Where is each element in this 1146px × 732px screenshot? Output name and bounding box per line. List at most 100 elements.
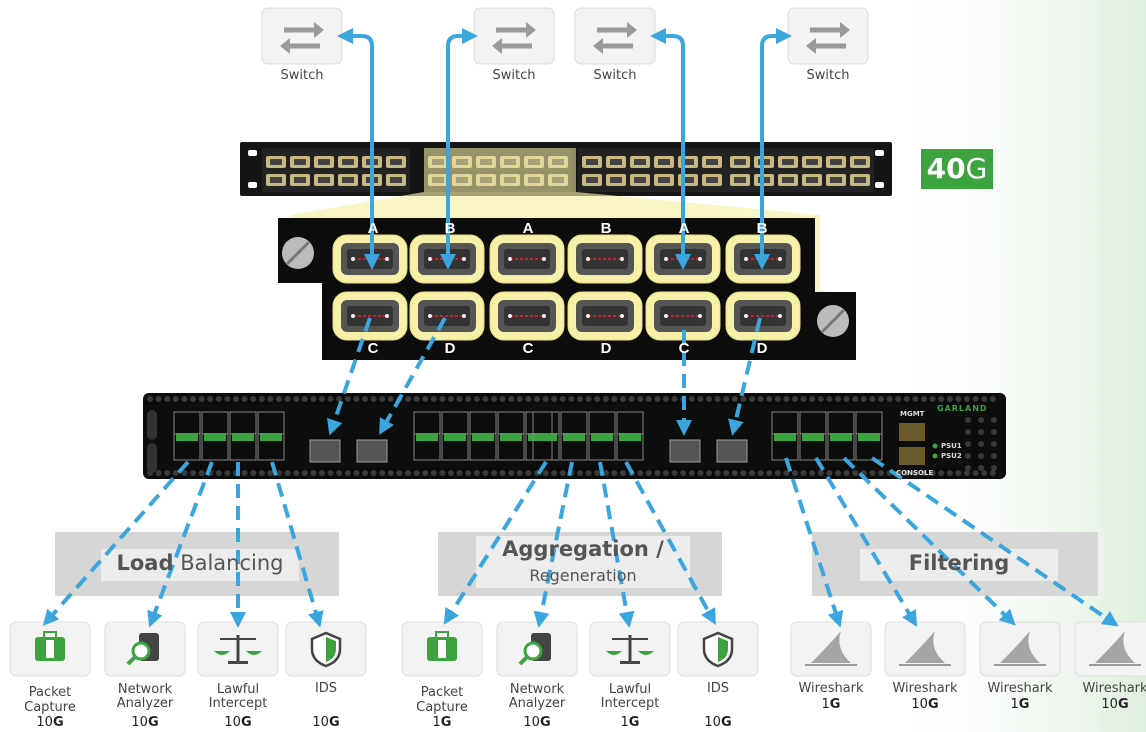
analyzer-magnifier-icon: [518, 633, 551, 666]
qsfp-breakout-module: [716, 439, 748, 463]
tool-box-6: [496, 621, 578, 677]
tool-link-4: [270, 461, 324, 628]
switch-box-3: [574, 7, 656, 65]
breakout-port-bottom-1: [332, 291, 408, 341]
tool-name-6: Network: [509, 682, 565, 697]
tool-box-8: [677, 621, 759, 677]
port-label-top-1: A: [367, 220, 379, 237]
qsfp-breakout-module: [356, 439, 388, 463]
briefcase-icon: [427, 631, 457, 661]
tool-link-2: [147, 461, 214, 628]
link-switch-4: [754, 28, 792, 270]
rack-port-group: [262, 148, 410, 192]
tool-link-7: [598, 461, 635, 628]
port-label-top-6: B: [756, 220, 768, 237]
tool-link-5: [443, 460, 548, 625]
mgmt-label: MGMT: [900, 410, 925, 418]
tool-name-12: Wireshark: [1082, 681, 1146, 696]
tool-subname-3: Intercept: [208, 696, 268, 711]
aggregation-label: Aggregation /: [502, 537, 664, 561]
shark-fin-icon: [899, 631, 951, 666]
switch-arrows-icon: [280, 22, 324, 54]
tool-box-7: [589, 621, 671, 677]
breakout-port-bottom-2: [409, 291, 485, 341]
port-label-bottom-2: D: [444, 340, 456, 357]
rack-40g: [240, 142, 892, 196]
tool-name-3: Lawful: [216, 682, 260, 697]
shield-icon: [310, 631, 342, 668]
switch-arrows-icon: [492, 22, 536, 54]
breakout-port-bottom-4: [567, 291, 643, 341]
tool-name-7: Lawful: [608, 682, 652, 697]
tool-name-10: Wireshark: [892, 681, 958, 696]
tool-speed-11: 1G: [1010, 697, 1030, 712]
tool-speed-2: 10G: [131, 715, 159, 730]
load-balancing-label: Load Balancing: [116, 551, 284, 575]
psu1-label: PSU1: [941, 442, 962, 450]
breakout-port-top-4: [567, 234, 643, 284]
port-label-top-4: B: [600, 220, 612, 237]
tool-subname-6: Analyzer: [508, 696, 566, 711]
tool-box-9: [790, 621, 872, 677]
function-panels: [55, 532, 1098, 596]
tool-speed-7: 1G: [620, 715, 640, 730]
analyzer-magnifier-icon: [126, 633, 159, 666]
tool-name-1: Packet: [28, 685, 72, 700]
scales-icon: [214, 635, 262, 664]
tool-speed-3: 10G: [224, 715, 252, 730]
port-label-bottom-6: D: [756, 340, 768, 357]
shield-icon: [702, 631, 734, 668]
tool-link-1: [42, 460, 190, 626]
tool-subname-1: Capture: [24, 700, 76, 715]
port-label-bottom-5: C: [678, 340, 690, 357]
switch-box-1: [261, 7, 343, 65]
console-label: CONSOLE: [896, 469, 934, 477]
tool-link-8: [624, 461, 716, 626]
port-label-top-3: A: [522, 220, 534, 237]
tool-box-2: [104, 621, 186, 677]
shark-fin-icon: [1089, 631, 1141, 666]
tool-name-8: IDS: [706, 681, 730, 696]
tool-link-11: [842, 456, 1016, 626]
link-switch-1: [337, 28, 380, 270]
tool-box-1: [9, 621, 91, 677]
breakout-link-d2: [728, 317, 762, 436]
breakout-port-top-3: [489, 234, 565, 284]
switch-4-label: Switch: [806, 68, 850, 83]
port-label-bottom-4: D: [600, 340, 612, 357]
switch-arrows-icon: [806, 22, 850, 54]
breakout-port-bottom-3: [489, 291, 565, 341]
breakout-port-bottom-5: [645, 291, 721, 341]
tool-speed-5: 1G: [432, 715, 452, 730]
switch-3-label: Switch: [593, 68, 637, 83]
port-label-top-2: B: [444, 220, 456, 237]
switch-1-label: Switch: [280, 68, 324, 83]
tool-link-6: [533, 461, 574, 628]
port-label-top-5: A: [678, 220, 690, 237]
tool-speed-1: 10G: [36, 715, 64, 730]
tool-link-9: [784, 457, 844, 628]
tool-speed-6: 10G: [523, 715, 551, 730]
tool-name-11: Wireshark: [987, 681, 1053, 696]
tool-speed-12: 10G: [1101, 697, 1129, 712]
tool-speed-4: 10G: [312, 715, 340, 730]
tool-speed-8: 10G: [704, 715, 732, 730]
tool-speed-9: 1G: [821, 697, 841, 712]
tool-name-5: Packet: [420, 685, 464, 700]
switch-box-2: [473, 7, 555, 65]
briefcase-icon: [35, 631, 65, 661]
port-label-bottom-1: C: [367, 340, 379, 357]
tool-name-9: Wireshark: [798, 681, 864, 696]
qsfp-breakout-module: [669, 439, 701, 463]
tool-subname-7: Intercept: [600, 696, 660, 711]
tool-subname-5: Capture: [416, 700, 468, 715]
tool-box-5: [401, 621, 483, 677]
tool-box-4: [285, 621, 367, 677]
tool-box-10: [884, 621, 966, 677]
shark-fin-icon: [994, 631, 1046, 666]
tool-box-11: [979, 621, 1061, 677]
breakout-link-c: [327, 317, 372, 436]
switch-arrows-icon: [593, 22, 637, 54]
breakout-panel: [278, 218, 856, 360]
